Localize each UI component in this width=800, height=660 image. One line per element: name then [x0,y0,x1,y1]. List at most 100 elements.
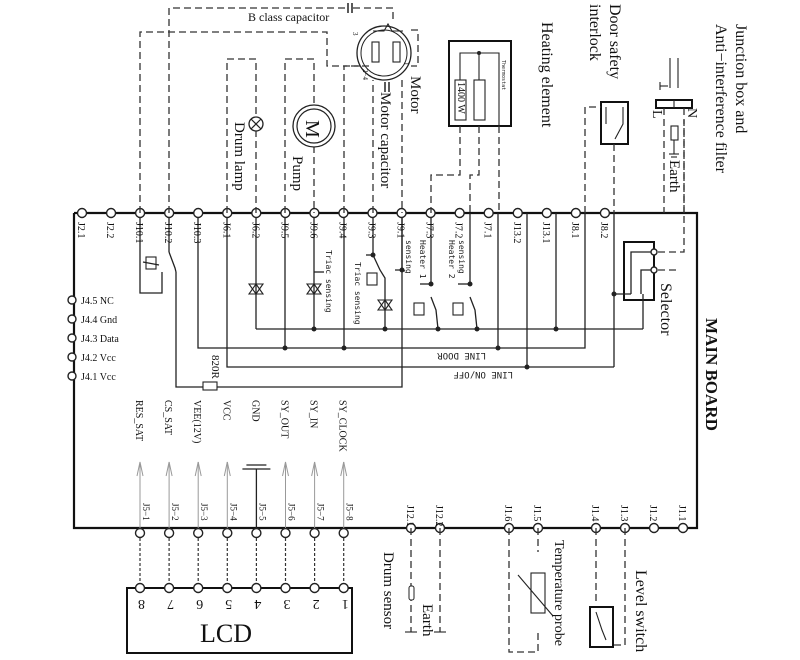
j5-signal-label: GND [249,400,260,422]
j5-connector-label: J5−3 [199,503,209,521]
earth-label-bottom: Earth [419,604,435,637]
bottom-connector-label: J1.1 [676,505,687,521]
top-connector-label: J9.4 [336,222,347,238]
j6-1-line [226,213,614,368]
lcd-pin [338,582,349,594]
top-connector-label: J2.2 [104,222,115,238]
top-connector-label: J2.1 [75,222,86,238]
j5-connector-pin [338,527,349,539]
lcd-pin-label: 6 [196,596,203,611]
j5-connector-pin [192,527,204,539]
j5-connector-pin [163,527,175,539]
motor-label: Motor [407,76,423,114]
selector-switch-box [623,241,655,301]
internal-labels: Triac sensing Triac sensing sensing Heat… [209,240,513,380]
lcd-pin [309,582,320,594]
lcd-pin-label: 1 [342,596,349,611]
top-connector-pin [105,207,117,219]
lcd-pin-label: 7 [167,596,174,611]
bottom-connector-label: J1.3 [618,505,629,521]
junction-n-label: N [684,108,699,118]
motor-pin-1: 1 [402,62,410,66]
heater2-label: Heater 2 [447,240,456,279]
external-wiring-top: B class capacitor Drum lamp M Pump 3 2−4… [139,3,749,336]
j4-connector-pin [67,314,77,324]
relay-coil-diag [142,261,160,266]
j5-connector-label: J5−5 [257,503,267,521]
j5-connector-label: J5−1 [141,503,151,521]
j4-connector-pin [67,352,77,362]
bottom-connector-label: J1.6 [502,505,513,521]
top-connector-pin [483,207,494,219]
heating-element-label: Heating element [538,22,555,128]
top-connector-label: J10.3 [191,222,202,243]
j4-connector-label: J4.1 Vcc [81,372,116,383]
lcd-pin-label: 4 [254,596,261,611]
j4-connector-label: J4.3 Data [81,334,119,345]
bottom-connector-label: J12.2 [433,505,444,526]
relay-switch-icon [168,251,177,273]
top-connector-label: J13.2 [511,222,522,243]
door-interlock-label-1: Door safety [606,4,623,79]
top-connector-label: J9.1 [395,222,406,238]
lcd-pin [134,582,146,594]
b-class-capacitor-label: B class capacitor [248,10,329,24]
j5-connector-label: J5−7 [316,503,326,521]
top-connector-pin [570,207,582,219]
top-connector-label: J10.1 [133,222,144,243]
j4-connector-pin [67,333,77,343]
door-interlock-label-2: interlock [586,4,603,61]
pump-label: Pump [289,156,305,191]
j5-signal-label: VEE(12V) [191,400,202,443]
top-connector-label: J8.1 [569,222,580,238]
selector-label: Selector [657,283,674,336]
lcd-pin [222,582,233,594]
top-connector-pin [76,207,88,219]
j10-3-line [197,213,586,349]
j5-connector-label: J5−8 [345,503,355,521]
j4-connector-pin [67,295,77,305]
j5-connector-pin [134,527,146,539]
level-switch-label: Level switch [632,570,649,652]
line-onoff-label: LINE ON/OFF [453,369,513,379]
lcd-pin [280,582,291,594]
lcd-pin-label: 5 [225,596,232,611]
resistor-feed [175,272,203,388]
lcd-pin [163,582,175,594]
top-connector-label: J10.2 [162,222,173,243]
top-connector-pin [512,207,523,219]
j5-connector-pin [222,527,233,539]
j5-signal-label: RES_SAT [133,400,144,441]
resistor-return [217,213,403,388]
drum-sensor-label: Drum sensor [380,552,396,629]
j5-signal-label: CS_SAT [162,400,173,435]
motor-icon [356,25,412,81]
top-connector-pin [541,207,552,219]
j5-connector-label: J5−6 [287,503,297,521]
motor-pin-2-4: 2−4 [361,69,369,80]
top-connector-label: J9.3 [366,222,377,238]
top-connector-pin [192,207,204,219]
main-board-title: MAIN BOARD [702,318,721,431]
thermostat-label: Thermostat [500,60,506,90]
top-connector-label: J7.1 [482,222,493,238]
temperature-probe-icon [530,572,546,614]
j9-1-sensing-label: sensing [404,240,413,274]
bottom-connector-label: J1.2 [647,505,658,521]
j4-connector-label: J4.4 Gnd [81,315,117,326]
top-connector-label: J7.3 [424,222,435,238]
j5-connector-label: J5−4 [228,503,238,521]
j5-connectors: J5−1RES_SATJ5−2CS_SATJ5−3VEE(12V)J5−4VCC… [133,400,355,588]
top-connector-label: J6.1 [220,222,231,238]
line-door-label: LINE DOOR [437,350,486,360]
top-connector-pin [599,207,611,219]
top-connector-label: J8.2 [598,222,609,238]
junction-label-1: Junction box and [732,24,749,133]
heater2-sensing-label: sensing [457,240,466,274]
top-connector-label: J13.1 [540,222,551,243]
j5-connector-pin [309,527,320,539]
